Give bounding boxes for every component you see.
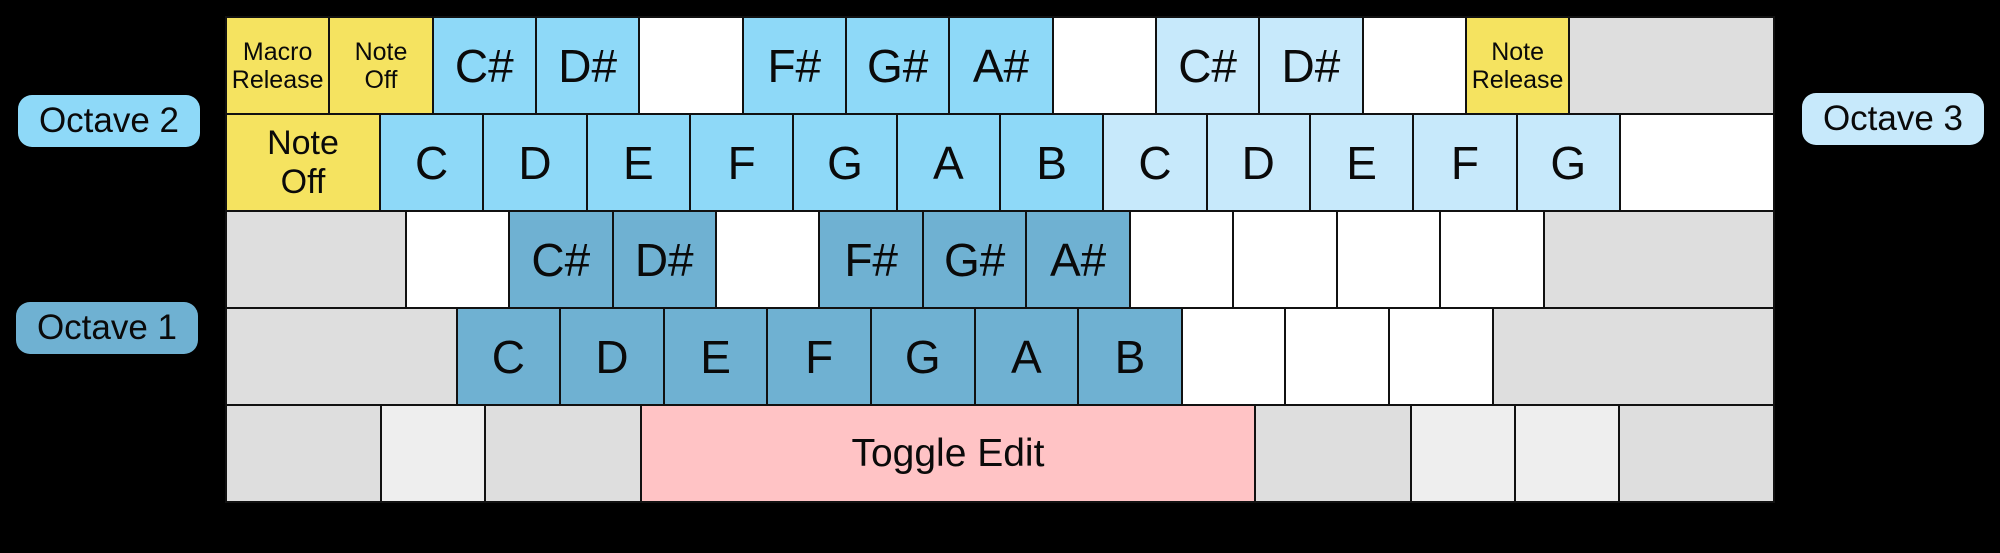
key-1: Note Off (328, 16, 434, 115)
key-caps (225, 210, 407, 309)
key-rwin (1409, 404, 1516, 503)
key-h: G# (921, 210, 1028, 309)
key-m: B (1077, 307, 1183, 406)
key-w: D (482, 113, 588, 212)
key-grave: Macro Release (225, 16, 331, 115)
key-lshift (225, 307, 458, 406)
key-8 (1051, 16, 1157, 115)
key-lbracket: F (1412, 113, 1518, 212)
key-c: E (662, 307, 769, 406)
key-menu (1513, 404, 1620, 503)
key-quote (1439, 210, 1545, 309)
key-j: A# (1025, 210, 1131, 309)
key-space: Toggle Edit (639, 404, 1257, 503)
key-rshift (1491, 307, 1775, 406)
key-k (1128, 210, 1235, 309)
key-comma (1180, 307, 1287, 406)
key-backspace (1568, 16, 1775, 115)
key-4 (638, 16, 744, 115)
key-rctrl (1617, 404, 1776, 503)
key-s: C# (508, 210, 614, 309)
key-rbracket: G (1515, 113, 1621, 212)
key-i: C (1102, 113, 1208, 212)
key-a (404, 210, 511, 309)
key-2: C# (431, 16, 537, 115)
key-x: D (559, 307, 665, 406)
key-semicolon (1335, 210, 1442, 309)
key-lctrl (225, 404, 383, 503)
key-d: D# (611, 210, 717, 309)
key-6: G# (844, 16, 951, 115)
key-ralt (1254, 404, 1412, 503)
key-g: F# (818, 210, 924, 309)
key-period (1284, 307, 1390, 406)
key-7: A# (948, 16, 1054, 115)
key-backslash (1618, 113, 1775, 212)
key-t: G (792, 113, 898, 212)
key-e: E (585, 113, 691, 212)
key-enter (1542, 210, 1776, 309)
key-f (714, 210, 821, 309)
key-r: F (688, 113, 795, 212)
key-l (1232, 210, 1338, 309)
octave-3-label: Octave 3 (1802, 93, 1984, 145)
key-5: F# (741, 16, 847, 115)
key-u: B (998, 113, 1105, 212)
key-tab: Note Off (225, 113, 381, 212)
key-slash (1387, 307, 1494, 406)
key-n: A (973, 307, 1080, 406)
key-0: D# (1258, 16, 1364, 115)
key-p: E (1308, 113, 1415, 212)
octave-1-label: Octave 1 (16, 302, 198, 354)
key-b: G (869, 307, 976, 406)
key-q: C (379, 113, 485, 212)
key-v: F (766, 307, 872, 406)
keyboard-row-space: Toggle Edit (225, 404, 1776, 503)
key-o: D (1205, 113, 1311, 212)
key-y: A (895, 113, 1001, 212)
key-3: D# (534, 16, 641, 115)
key-9: C# (1154, 16, 1261, 115)
keyboard-row-home: C#D# F#G#A# (225, 210, 1776, 309)
key-lwin (380, 404, 487, 503)
key-equals: Note Release (1464, 16, 1571, 115)
key-minus (1361, 16, 1467, 115)
key-lalt (484, 404, 642, 503)
octave-2-label: Octave 2 (18, 95, 200, 147)
key-z: C (455, 307, 562, 406)
